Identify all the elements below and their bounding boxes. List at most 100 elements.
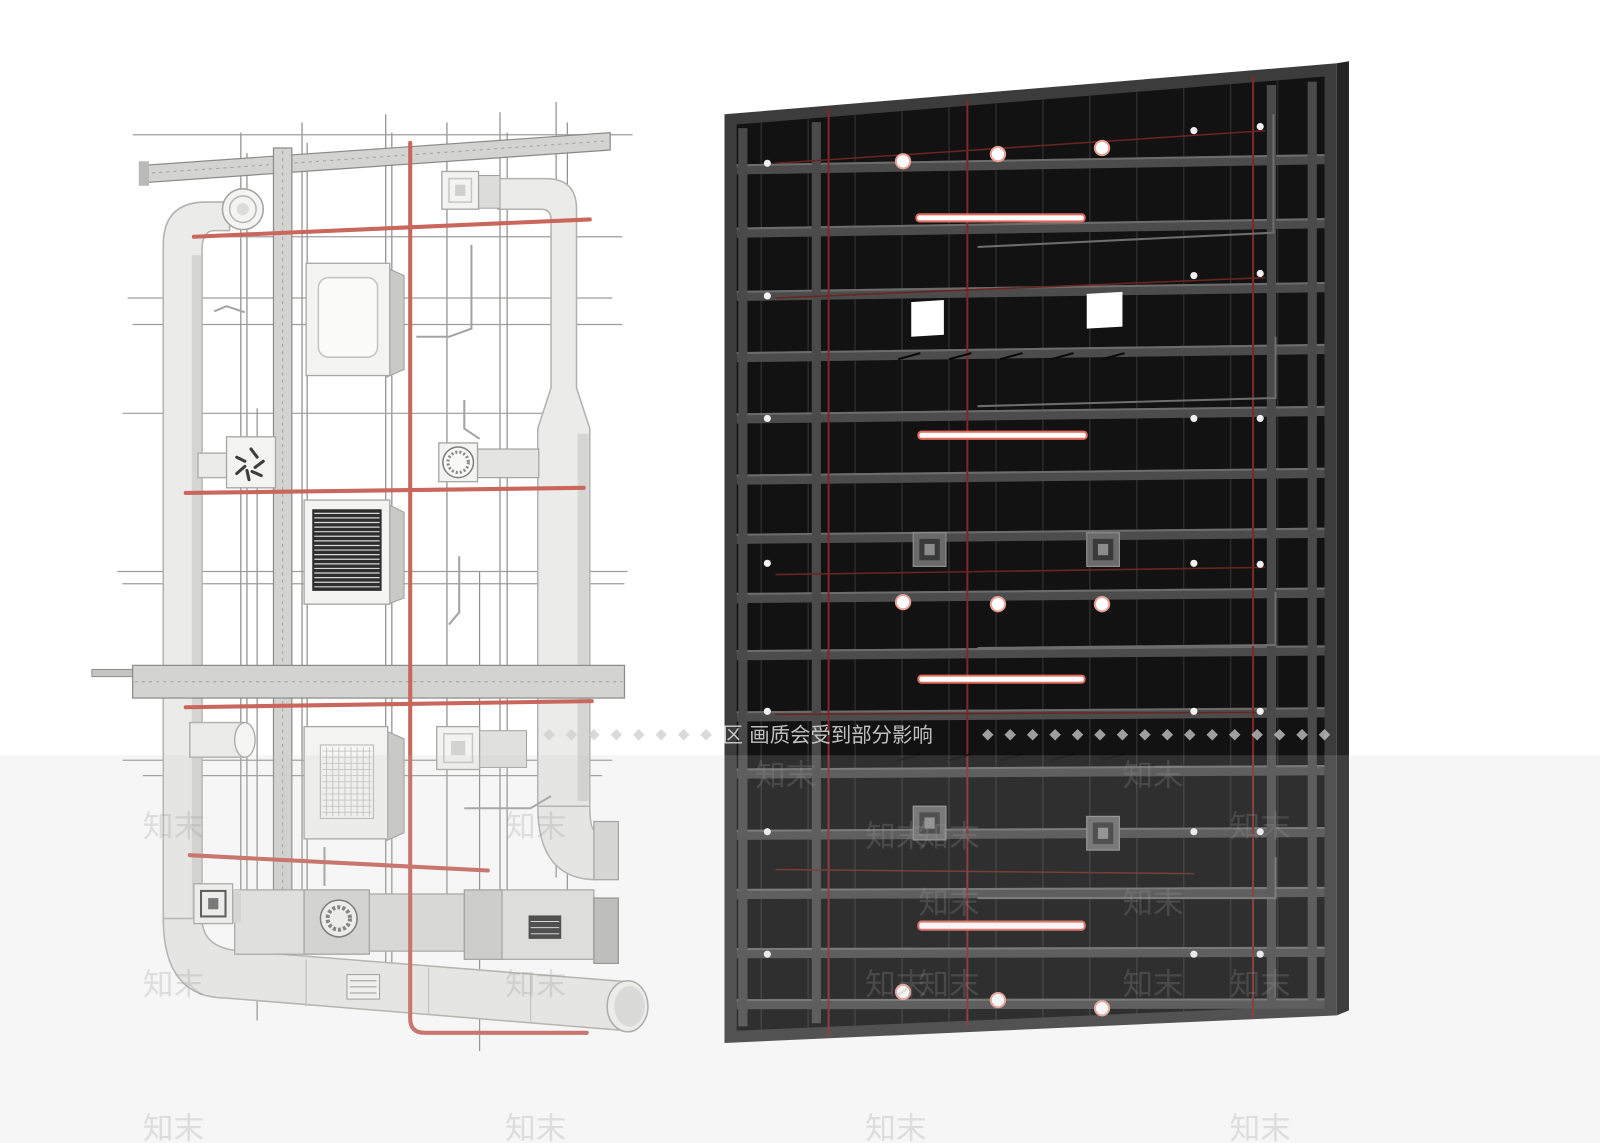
panel-red-branch — [775, 868, 1194, 875]
downlight — [1093, 139, 1111, 157]
sprinkler-branch — [999, 753, 1023, 762]
fan-diffuser-box — [474, 448, 540, 479]
ceiling-beam — [736, 886, 1325, 900]
red-riser-pipe — [408, 140, 589, 1035]
square-diffuser-ring — [443, 732, 474, 764]
linear-light — [917, 674, 1086, 684]
duct-opening-inner — [614, 985, 645, 1027]
watermark-text: 知末 — [865, 820, 926, 855]
watermark-diamond — [543, 729, 555, 741]
linear-light — [915, 213, 1086, 223]
sprinkler-branch — [897, 753, 921, 762]
sprinkler-head — [1190, 950, 1198, 958]
sprinkler-head — [763, 292, 771, 300]
watermark-diamond — [1026, 729, 1039, 741]
watermark-diamond — [565, 729, 578, 741]
ceiling-beam — [736, 343, 1325, 363]
swirl-vane — [245, 468, 251, 482]
conduit — [448, 556, 461, 626]
ceiling-beam-highlight — [736, 343, 1325, 355]
right-duct-shading — [577, 433, 589, 802]
cassette-grid — [322, 747, 372, 817]
fan-diffuser-ring — [442, 446, 475, 479]
ceiling-beam-highlight — [736, 707, 1325, 714]
sprinkler-head — [763, 950, 771, 958]
swirl-vanes — [235, 447, 265, 482]
panel-duct-outline — [977, 857, 1277, 900]
electrical-conduits — [213, 244, 552, 886]
watermark-text: 知末 — [143, 1112, 204, 1143]
middle-cable-tray — [91, 664, 626, 699]
watermark-band — [0, 755, 1600, 1143]
sprinkler-head — [1256, 122, 1264, 131]
square-diffuser-ring — [200, 889, 227, 918]
ceiling-beam-highlight — [736, 998, 1325, 1002]
watermark-diamond — [1004, 729, 1016, 741]
conduit — [463, 400, 481, 440]
ceiling-opening — [911, 300, 944, 337]
linear-light-strips — [915, 213, 1088, 931]
watermark-text: 知末 — [505, 810, 566, 845]
swirl-vane — [249, 447, 259, 459]
cassette-ac-unit-lower — [303, 725, 405, 842]
sprinkler-head — [1256, 950, 1264, 958]
ceiling-beam-highlight — [736, 946, 1325, 951]
watermark-text: 知末 — [918, 968, 979, 1003]
ceiling-beam — [736, 282, 1325, 302]
watermark-diamond — [677, 729, 690, 741]
ceiling-beam-highlight — [736, 645, 1325, 653]
sprinkler-head — [1190, 414, 1198, 422]
panel-duct-outline — [977, 114, 1275, 248]
round-duct-stub-end — [234, 721, 256, 758]
ceiling-beam — [736, 946, 1325, 959]
square-diffuser-plenum — [230, 889, 241, 923]
conduit — [213, 305, 246, 314]
watermark-diamond — [655, 729, 667, 741]
red-pipes — [183, 140, 594, 1035]
grille-slat-lines — [314, 512, 380, 588]
downlight — [894, 593, 912, 611]
ceiling-beam-highlight — [736, 886, 1325, 891]
sprinkler-branch — [897, 352, 921, 361]
panel-duct-outline — [977, 591, 1277, 650]
swirl-vane — [250, 469, 263, 478]
downlight — [989, 991, 1007, 1009]
ceiling-opening — [1086, 291, 1123, 329]
sprinkler-head — [1256, 828, 1264, 836]
sprinkler-branch — [1101, 753, 1125, 762]
sprinkler-head — [1190, 828, 1198, 836]
panel-red-branch — [775, 129, 1266, 165]
watermark-text: 知末 — [1122, 886, 1183, 921]
sprinkler-head — [763, 707, 771, 715]
ceiling-beam-highlight — [736, 405, 1325, 416]
sprinkler-branch — [948, 352, 972, 361]
fan-diffuser-blades — [446, 450, 470, 475]
watermark-text: 知末 — [755, 759, 816, 794]
sprinkler-head — [1190, 271, 1198, 280]
watermark-text: 知末 — [865, 1112, 926, 1143]
watermark-text: 知末 — [918, 820, 979, 855]
watermark-overlay: 区 画质会受到部分影响 知末知末知末知末知末知末知末知末知末知末知末知末知末知末… — [0, 723, 1600, 1143]
red-branch-pipe — [183, 699, 594, 710]
ceiling-beam — [736, 154, 1325, 175]
left-round-duct — [162, 201, 649, 1033]
panel-red-branch — [775, 276, 1266, 299]
ceiling-beam — [736, 998, 1325, 1010]
downlight — [1093, 1000, 1111, 1017]
watermark-diamond — [588, 729, 600, 741]
watermark-diamond — [1094, 729, 1106, 741]
panel-diffuser-core — [1097, 543, 1109, 556]
top-cable-tray-rail — [144, 140, 609, 175]
left-round-duct-shading — [191, 255, 202, 919]
panel-square-diffusers — [912, 532, 1120, 851]
linear-light — [917, 430, 1088, 440]
swirl-diffuser-face — [225, 436, 277, 489]
watermark-diamond — [1139, 729, 1151, 741]
sprinkler-head — [1256, 560, 1264, 568]
sprinkler-head — [763, 414, 771, 422]
sprinkler-head — [1256, 269, 1264, 278]
conduit — [464, 795, 552, 810]
top-cable-tray-end — [138, 161, 149, 186]
sprinkler-head — [1190, 707, 1198, 715]
sprinkler-head — [1190, 559, 1198, 567]
